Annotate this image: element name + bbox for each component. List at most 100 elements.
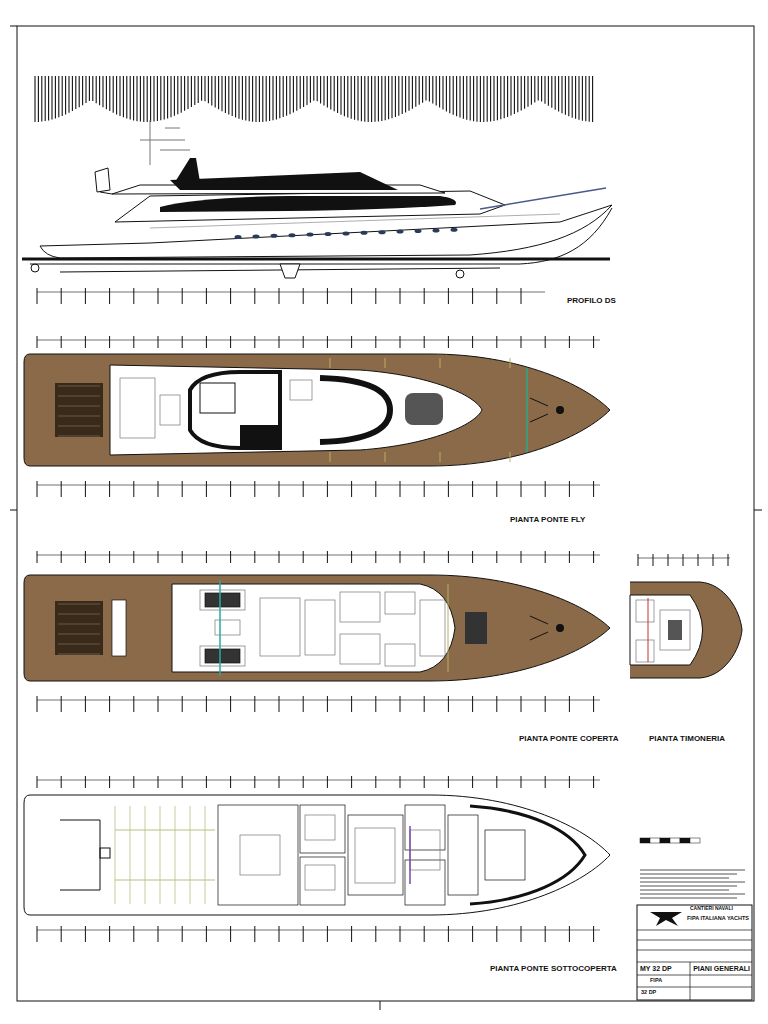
- drawing-line: [640, 874, 737, 875]
- drawing-line: [37, 485, 600, 486]
- drawing-line: [289, 233, 296, 237]
- drawing-line: [112, 600, 126, 656]
- drawing-line: [565, 76, 566, 115]
- drawing-line: [303, 336, 304, 348]
- drawing-line: [230, 776, 231, 788]
- drawing-line: [351, 336, 352, 348]
- drawing-line: [198, 76, 199, 103]
- drawing-line: [72, 76, 73, 111]
- drawing-line: [296, 76, 297, 111]
- drawing-line: [448, 288, 449, 304]
- drawing-line: [357, 76, 358, 121]
- drawing-line: [327, 336, 328, 348]
- drawing-line: [582, 76, 583, 121]
- drawing-line: [569, 776, 570, 788]
- frame-ticks: [37, 926, 600, 942]
- drawing-line: [279, 551, 280, 563]
- title-block-text: FIPA ITALIANA YACHTS: [687, 915, 749, 921]
- drawing-line: [160, 76, 161, 120]
- drawing-line: [115, 806, 116, 904]
- drawing-line: [670, 838, 680, 843]
- drawing-line: [545, 776, 546, 788]
- drawing-line: [175, 806, 176, 904]
- drawing-line: [240, 425, 280, 447]
- drawing-line: [340, 76, 341, 115]
- drawing-line: [472, 776, 473, 788]
- drawing-line: [361, 76, 362, 121]
- drawing-line: [85, 551, 86, 563]
- drawing-line: [637, 905, 752, 1000]
- drawing-line: [589, 76, 590, 122]
- drawing-line: [182, 288, 183, 304]
- drawing-line: [514, 76, 515, 114]
- drawing-line: [303, 288, 304, 304]
- drawing-line: [133, 288, 134, 304]
- drawing-line: [215, 620, 240, 635]
- drawing-line: [253, 234, 260, 238]
- drawing-line: [530, 398, 548, 406]
- drawing-line: [109, 696, 110, 712]
- drawing-line: [206, 481, 207, 497]
- drawing-line: [593, 696, 594, 712]
- drawing-line: [254, 776, 255, 788]
- drawing-line: [310, 76, 311, 103]
- drawing-line: [526, 368, 528, 452]
- drawing-line: [160, 150, 190, 151]
- drawing-line: [351, 481, 352, 497]
- drawing-line: [133, 926, 134, 942]
- drawing-line: [116, 76, 117, 114]
- drawing-line: [640, 878, 729, 879]
- drawing-line: [92, 76, 93, 101]
- drawing-line: [472, 481, 473, 497]
- drawing-line: [424, 551, 425, 563]
- title-block-text: 32 DP: [641, 989, 656, 995]
- drawing-line: [200, 383, 235, 413]
- drawing-line: [713, 554, 714, 566]
- drawing-line: [58, 76, 59, 117]
- drawing-line: [172, 584, 455, 672]
- drawing-line: [569, 481, 570, 497]
- drawing-line: [424, 696, 425, 712]
- drawing-line: [541, 76, 542, 102]
- drawing-line: [290, 380, 312, 400]
- drawing-line: [545, 481, 546, 497]
- drawing-line: [440, 452, 441, 462]
- drawing-line: [306, 76, 307, 105]
- drawing-line: [521, 696, 522, 712]
- drawing-line: [109, 336, 110, 348]
- drawing-line: [448, 336, 449, 348]
- drawing-line: [58, 644, 100, 645]
- drawing-line: [133, 776, 134, 788]
- drawing-line: [230, 288, 231, 304]
- drawing-line: [58, 426, 100, 427]
- drawing-line: [303, 776, 304, 788]
- drawing-line: [254, 926, 255, 942]
- drawing-line: [158, 696, 159, 712]
- drawing-line: [521, 551, 522, 563]
- drawing-line: [153, 76, 154, 122]
- drawing-line: [496, 288, 497, 304]
- drawing-line: [521, 776, 522, 788]
- drawing-line: [100, 848, 110, 858]
- drawing-line: [300, 76, 301, 109]
- drawing-line: [593, 336, 594, 348]
- drawing-line: [272, 76, 273, 120]
- drawing-line: [381, 76, 382, 121]
- drawing-line: [578, 76, 579, 120]
- fly-deck-plan: [24, 354, 610, 466]
- drawing-line: [400, 481, 401, 497]
- drawing-line: [218, 76, 219, 109]
- drawing-line: [280, 264, 300, 278]
- drawing-line: [61, 696, 62, 712]
- frame-ticks: [37, 336, 600, 348]
- drawing-line: [630, 595, 703, 665]
- drawing-line: [160, 196, 456, 212]
- drawing-line: [38, 76, 39, 122]
- drawing-line: [668, 554, 669, 566]
- drawing-line: [37, 926, 38, 942]
- drawing-line: [638, 558, 730, 559]
- drawing-line: [545, 551, 546, 563]
- drawing-line: [446, 76, 447, 111]
- drawing-line: [337, 76, 338, 113]
